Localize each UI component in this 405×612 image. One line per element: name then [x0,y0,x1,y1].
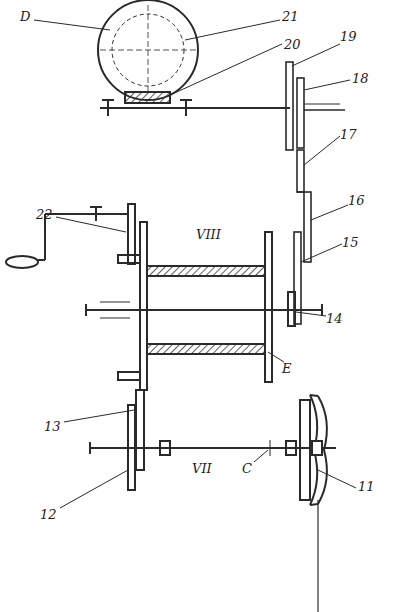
callout-number: 20 [284,38,301,51]
callout-number: 21 [282,10,299,23]
callout-number: 19 [340,30,357,43]
worm-shaft [100,92,290,116]
callout-number: D [20,10,30,23]
worm-wheel [98,0,198,100]
drum-shaft [86,222,322,390]
callout-number: 11 [358,480,375,493]
callout-number: 16 [348,194,365,207]
callout-number: VIII [196,228,221,241]
callout-number: 17 [340,128,357,141]
gear-stack [286,62,345,324]
callout-number: 15 [342,236,359,249]
lower-shaft [90,390,336,612]
callout-number: 22 [36,208,53,221]
callout-number: 13 [44,420,61,433]
callout-number: C [242,462,252,475]
callout-number: 18 [352,72,369,85]
crank-handle [6,204,135,268]
callout-number: E [282,362,292,375]
callout-number: 12 [40,508,57,521]
callout-number: VII [192,462,212,475]
callout-number: 14 [326,312,343,325]
leader-lines [34,20,356,508]
